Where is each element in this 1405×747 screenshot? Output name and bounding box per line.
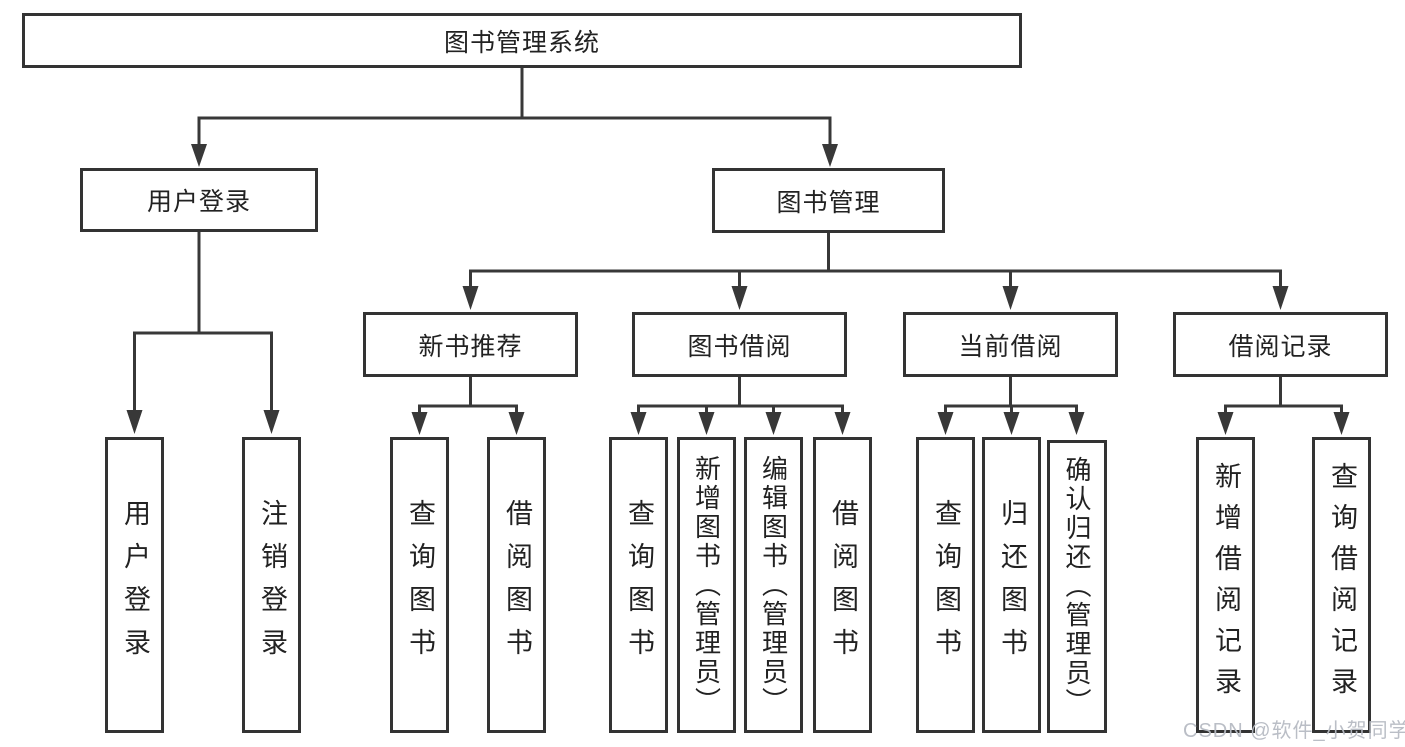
leaf-label: 查询图书 [405,499,435,671]
node-label: 当前借阅 [958,332,1063,361]
node-label: 用户登录 [146,188,251,216]
leaf-label: 编辑图书（管理员） [758,454,789,716]
leaf-label: 借阅图书 [828,499,858,671]
node-current-borrowing: 当前借阅 [903,312,1118,377]
leaf-cb-query-books: 查询图书 [916,437,975,733]
leaf-label: 归还图书 [997,499,1027,671]
node-user-login: 用户登录 [80,168,318,232]
leaf-label: 新增借阅记录 [1211,462,1241,708]
node-book-management-system: 图书管理系统 [22,13,1022,68]
csdn-watermark: CSDN @软件_小贺同学 [1183,720,1405,742]
leaf-label: 新增图书（管理员） [691,454,722,716]
node-label: 借阅记录 [1228,332,1333,361]
leaf-bb-query-books: 查询图书 [609,437,668,733]
leaf-br-add-record: 新增借阅记录 [1196,437,1255,733]
leaf-br-query-record: 查询借阅记录 [1312,437,1371,733]
leaf-bb-edit-books-admin: 编辑图书（管理员） [744,437,803,733]
leaf-label: 确认归还（管理员） [1062,456,1092,717]
node-book-borrowing: 图书借阅 [632,312,847,377]
leaf-bb-add-books-admin: 新增图书（管理员） [677,437,736,733]
leaf-cb-return-books: 归还图书 [982,437,1041,733]
leaf-logout: 注销登录 [242,437,301,733]
leaf-label: 注销登录 [257,499,287,671]
node-label: 图书借阅 [687,332,792,361]
node-borrowing-records: 借阅记录 [1173,312,1388,377]
leaf-label: 查询借阅记录 [1327,462,1357,708]
leaf-label: 借阅图书 [502,499,532,671]
leaf-nb-borrow-books: 借阅图书 [487,437,546,733]
leaf-label: 查询图书 [931,499,961,671]
leaf-label: 查询图书 [624,499,654,671]
node-label: 图书管理 [776,188,881,217]
leaf-nb-query-books: 查询图书 [390,437,449,733]
node-new-book-recommendation: 新书推荐 [363,312,578,377]
leaf-user-login: 用户登录 [105,437,164,733]
node-label: 新书推荐 [418,332,523,361]
leaf-label: 用户登录 [120,499,150,671]
node-label: 图书管理系统 [443,28,600,57]
leaf-cb-confirm-return-admin: 确认归还（管理员） [1047,440,1107,733]
node-book-management: 图书管理 [712,168,945,233]
leaf-bb-borrow-books: 借阅图书 [813,437,872,733]
